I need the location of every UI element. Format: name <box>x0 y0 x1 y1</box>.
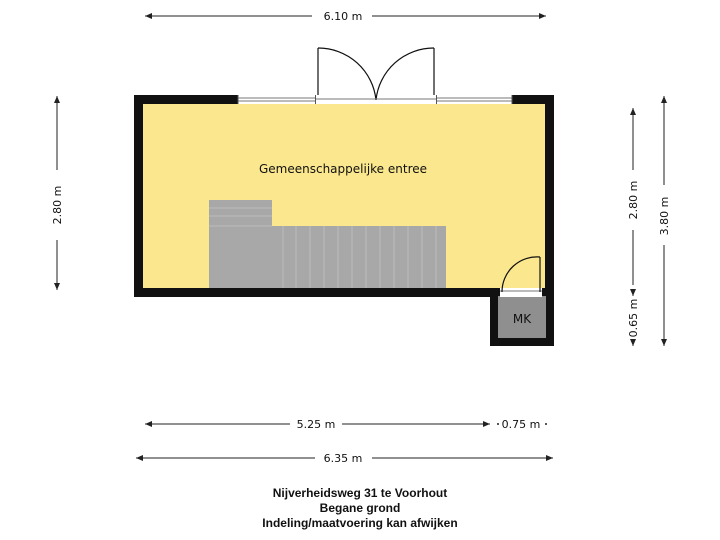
dim-right-total-label: 3.80 m <box>658 197 671 236</box>
dim-top-label: 6.10 m <box>324 10 363 23</box>
footer-address: Nijverheidsweg 31 te Voorhout <box>272 486 448 500</box>
dim-right-cupboard-label: 0.65 m <box>627 299 640 338</box>
dim-bottom-right-label: 0.75 m <box>502 418 541 431</box>
meter-cupboard <box>498 296 546 338</box>
dim-bottom-left-label: 5.25 m <box>297 418 336 431</box>
meter-cupboard-label: MK <box>513 312 532 326</box>
footer-disclaimer: Indeling/maatvoering kan afwijken <box>262 516 458 530</box>
room-label: Gemeenschappelijke entree <box>259 162 427 176</box>
dim-left-label: 2.80 m <box>51 186 64 225</box>
footer-floor: Begane grond <box>319 501 401 515</box>
dim-right-inner-label: 2.80 m <box>627 181 640 220</box>
staircase <box>209 200 446 288</box>
cupboard-door <box>500 256 542 297</box>
dim-bottom-total-label: 6.35 m <box>324 452 363 465</box>
entrance-double-door <box>316 47 436 104</box>
